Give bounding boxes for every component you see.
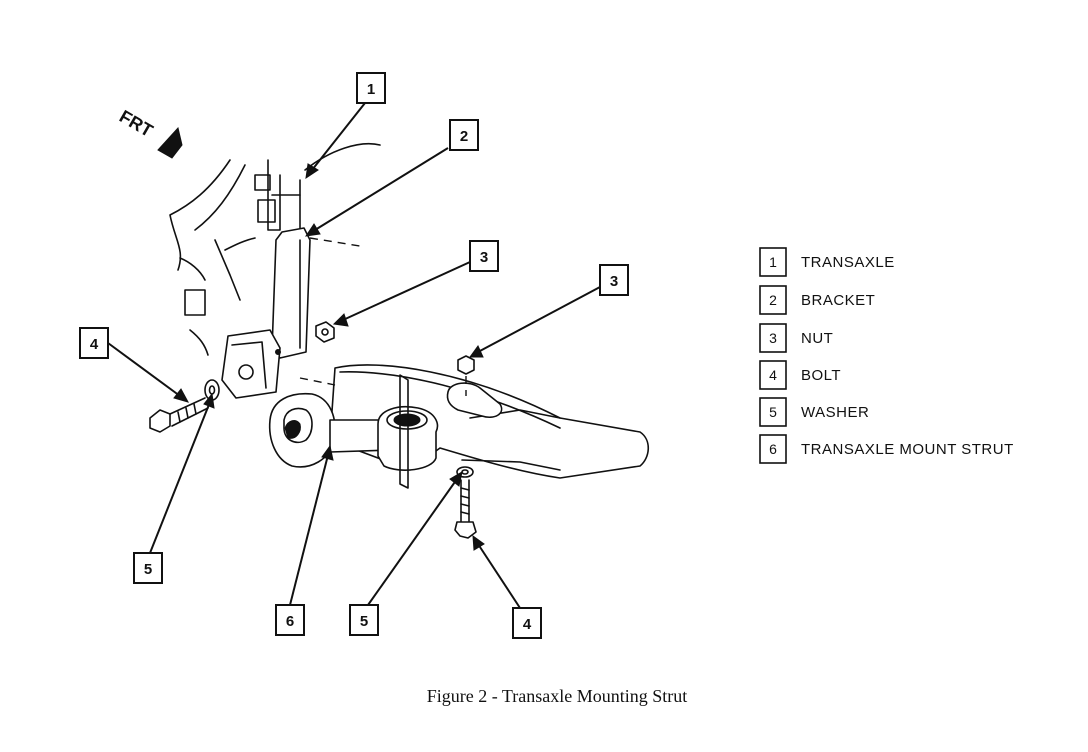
bolt-right-illustration	[454, 479, 477, 539]
legend-label: BOLT	[801, 367, 841, 384]
callout-number: 1	[367, 81, 375, 98]
legend-number: 6	[769, 441, 777, 457]
legend-item-strut: 6 TRANSAXLE MOUNT STRUT	[759, 434, 1014, 464]
callout-bolt-right: 4	[512, 607, 542, 639]
callout-number: 5	[360, 613, 368, 630]
strut-illustration	[268, 364, 650, 489]
legend-number: 5	[769, 404, 777, 420]
callout-washer-left: 5	[133, 552, 163, 584]
callout-nut-upper: 3	[469, 240, 499, 272]
callout-number: 3	[480, 249, 488, 266]
callout-strut: 6	[275, 604, 305, 636]
legend-number: 4	[769, 367, 777, 383]
callout-number: 4	[523, 616, 532, 633]
callout-number: 6	[286, 613, 294, 630]
bolt-left-illustration	[149, 397, 209, 433]
leader-lines	[107, 102, 601, 609]
nut-bracket-illustration	[315, 321, 335, 343]
legend-label: NUT	[801, 330, 833, 347]
legend-label: TRANSAXLE MOUNT STRUT	[801, 441, 1014, 458]
legend-item-bracket: 2 BRACKET	[759, 285, 875, 315]
legend-label: BRACKET	[801, 292, 875, 309]
callouts: 1 2 3 3 4 5 6 5	[79, 72, 629, 639]
legend-item-transaxle: 1 TRANSAXLE	[759, 247, 895, 277]
callout-number: 3	[610, 273, 618, 290]
legend-label: WASHER	[801, 404, 869, 421]
callout-washer-right: 5	[349, 604, 379, 636]
legend-item-bolt: 4 BOLT	[759, 360, 841, 390]
callout-bolt-left: 4	[79, 327, 109, 359]
callout-bracket: 2	[449, 119, 479, 151]
legend-number: 1	[769, 254, 777, 270]
legend-number: 2	[769, 292, 777, 308]
legend-number: 3	[769, 330, 777, 346]
transaxle-illustration	[169, 142, 381, 356]
legend-item-washer: 5 WASHER	[759, 397, 869, 427]
figure-caption: Figure 2 - Transaxle Mounting Strut	[427, 686, 688, 706]
callout-number: 4	[90, 336, 99, 353]
callout-transaxle: 1	[356, 72, 386, 104]
bracket-illustration	[221, 227, 361, 399]
front-arrow-icon	[157, 126, 183, 159]
callout-nut-right: 3	[599, 264, 629, 296]
legend-item-nut: 3 NUT	[759, 323, 833, 353]
callout-number: 2	[460, 128, 468, 145]
legend-label: TRANSAXLE	[801, 254, 895, 271]
front-indicator: FRT	[116, 106, 183, 159]
front-indicator-label: FRT	[116, 106, 156, 141]
callout-number: 5	[144, 561, 152, 578]
legend: 1 TRANSAXLE 2 BRACKET 3 NUT 4 BOLT 5 WAS…	[759, 247, 1014, 464]
nut-right-illustration	[446, 355, 503, 419]
washer-left-illustration	[204, 379, 220, 401]
